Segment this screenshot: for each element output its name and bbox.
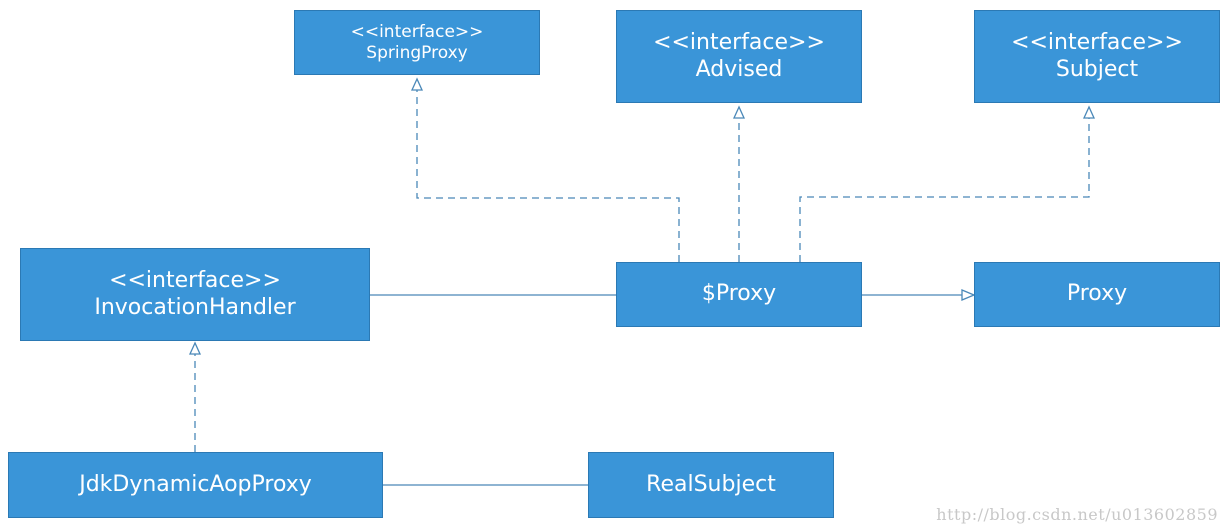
invocationhandler-interface-box: <<interface>> InvocationHandler — [20, 248, 370, 341]
realization-line-springproxy — [416, 90, 680, 262]
class-name: Advised — [695, 56, 783, 82]
advised-interface-box: <<interface>> Advised — [616, 10, 862, 103]
realsubject-class-box: RealSubject — [588, 452, 834, 518]
stereotype-label: <<interface>> — [350, 21, 484, 42]
realization-line-subject — [799, 118, 1090, 262]
springproxy-interface-box: <<interface>> SpringProxy — [294, 10, 540, 75]
realization-arrowhead-invocationhandler — [188, 341, 202, 355]
stereotype-label: <<interface>> — [1011, 29, 1183, 55]
subject-interface-box: <<interface>> Subject — [974, 10, 1220, 103]
realization-arrowhead-subject — [1082, 105, 1096, 119]
jdkdynamicaopproxy-class-box: JdkDynamicAopProxy — [8, 452, 383, 518]
proxy-class-box: Proxy — [974, 262, 1220, 327]
class-name: Proxy — [1066, 281, 1128, 307]
stereotype-label: <<interface>> — [653, 29, 825, 55]
generalization-arrowhead-proxy — [961, 289, 976, 301]
class-name: InvocationHandler — [94, 294, 296, 320]
realization-arrowhead-springproxy — [410, 77, 424, 91]
class-name: Subject — [1055, 56, 1139, 82]
stereotype-label: <<interface>> — [109, 267, 281, 293]
class-name: JdkDynamicAopProxy — [79, 471, 312, 497]
class-name: $Proxy — [701, 281, 777, 307]
class-name: RealSubject — [646, 471, 776, 497]
watermark-text: http://blog.csdn.net/u013602859 — [936, 505, 1218, 524]
realization-arrowhead-advised — [732, 105, 746, 119]
dollar-proxy-class-box: $Proxy — [616, 262, 862, 327]
class-name: SpringProxy — [366, 42, 468, 63]
